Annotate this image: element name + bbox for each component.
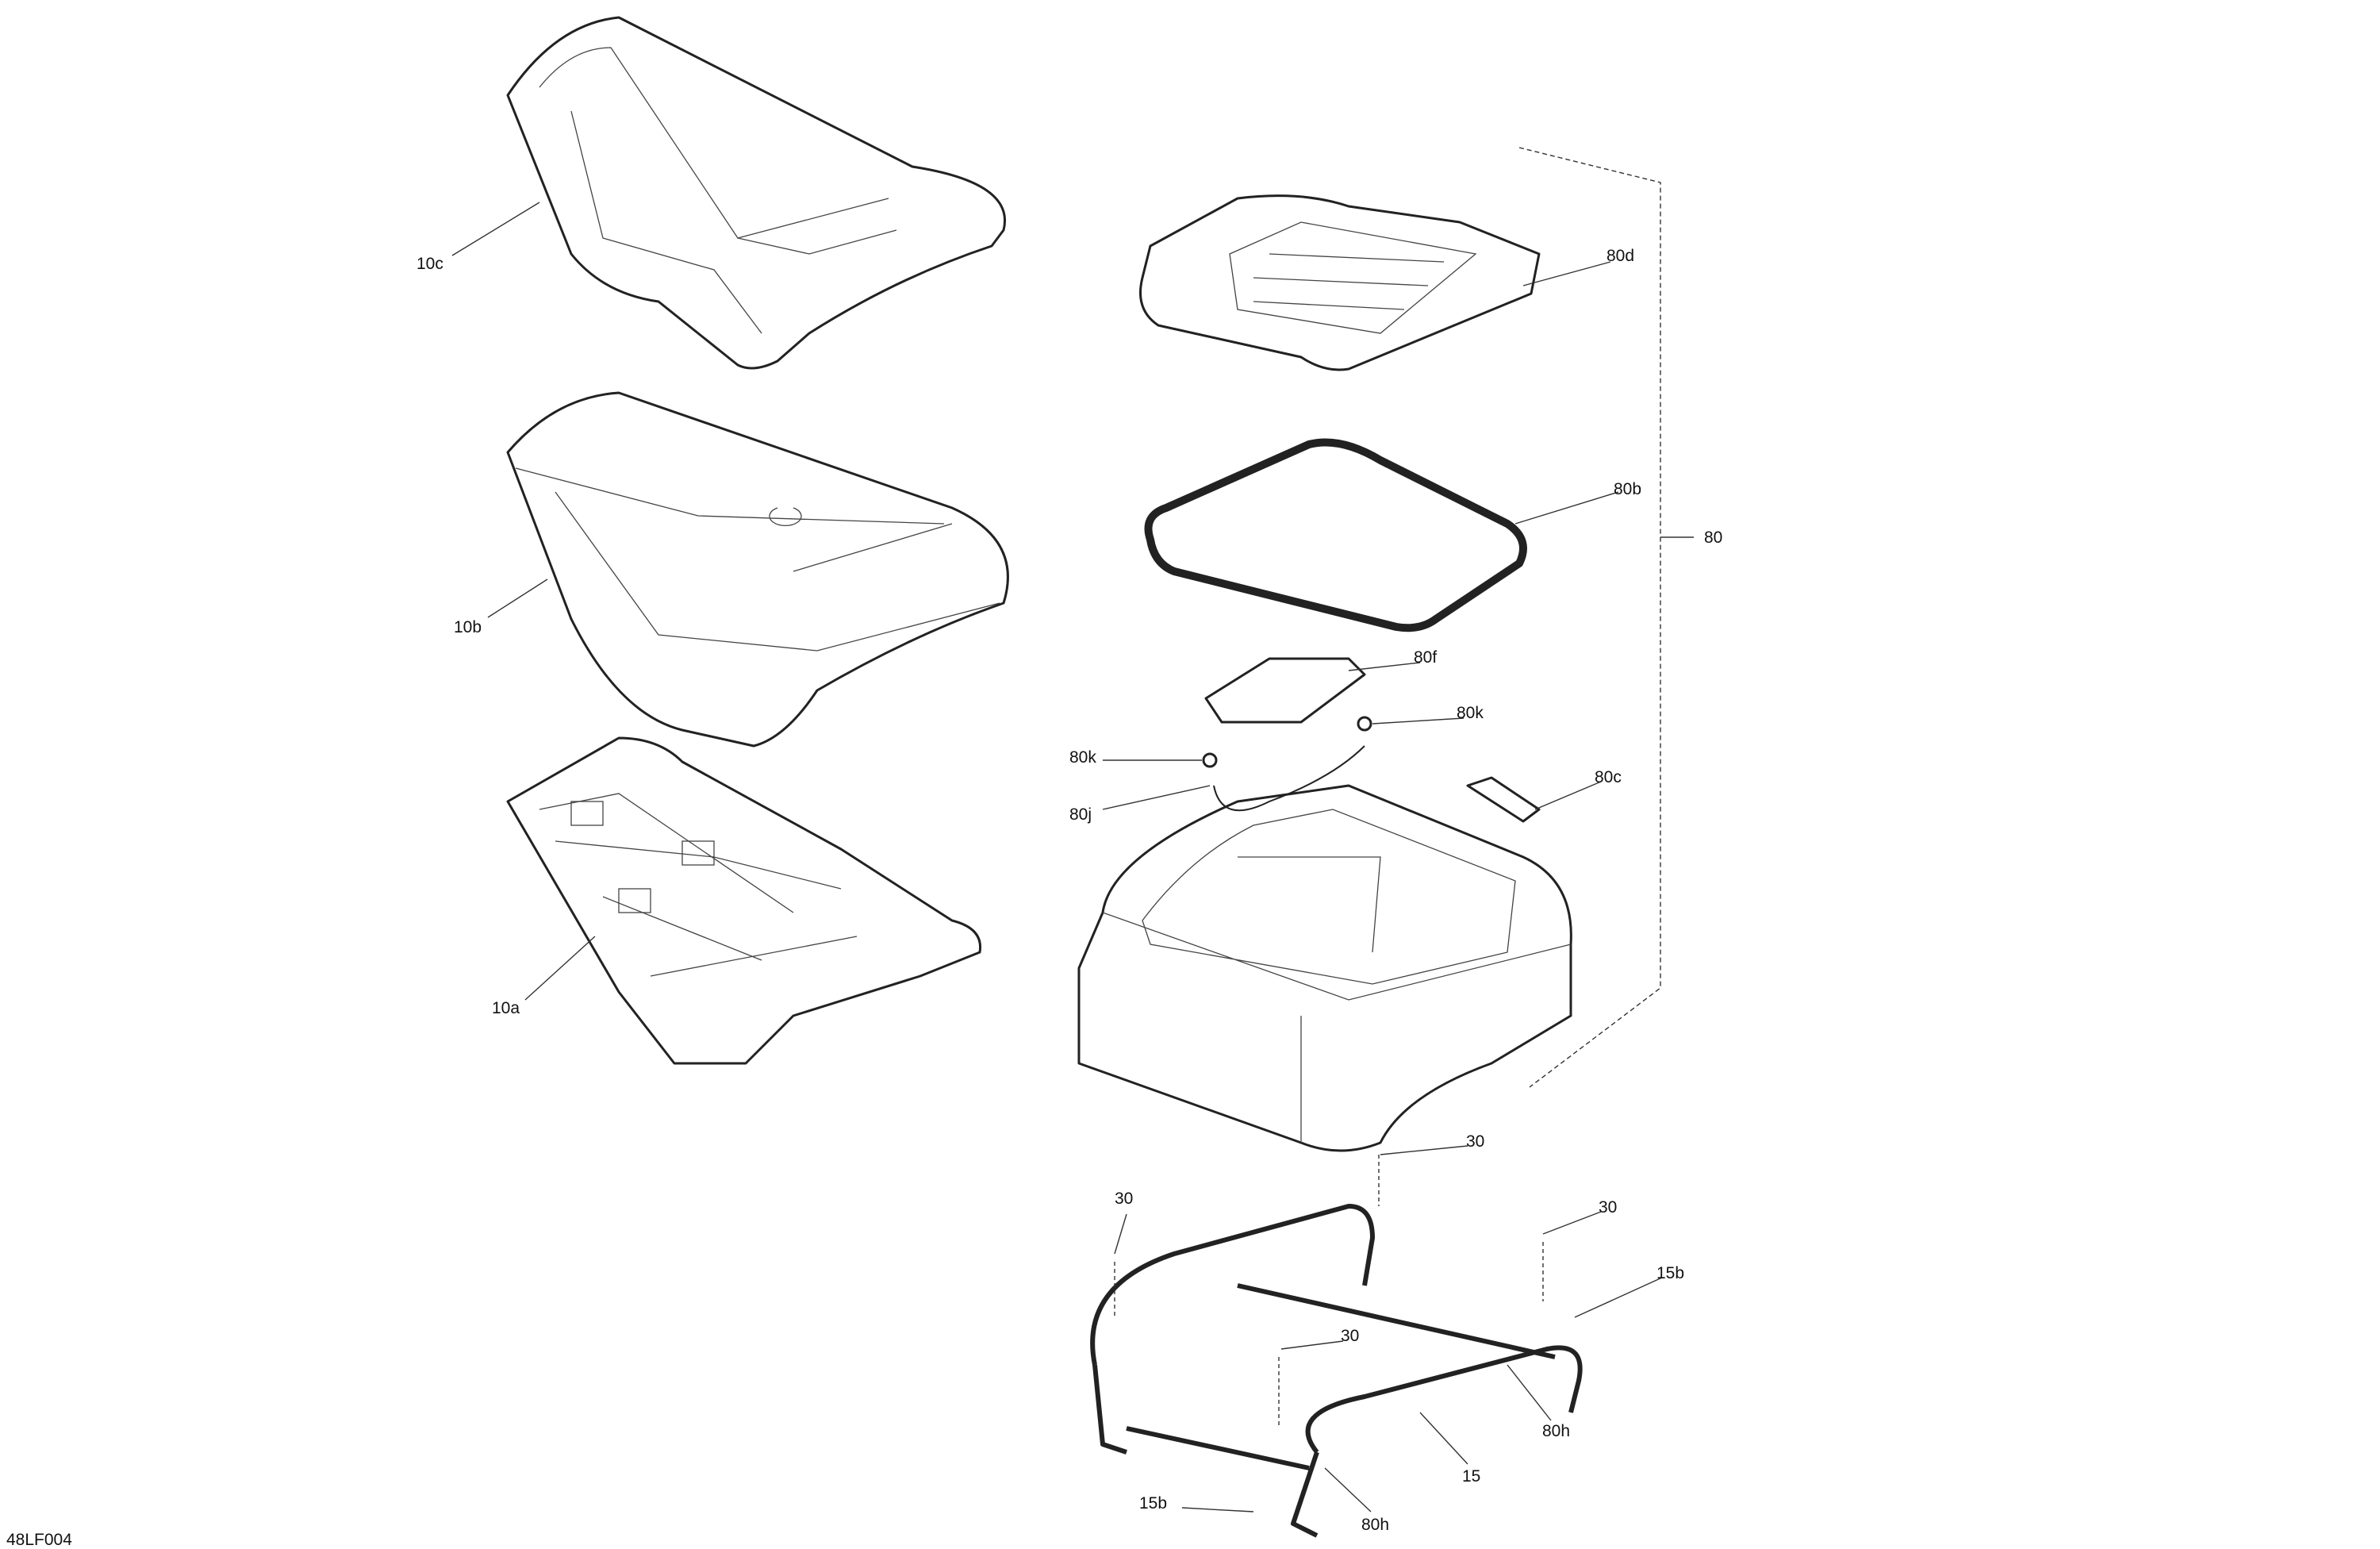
callout-15b-left: 15b [1139, 1494, 1168, 1512]
callout-15b-right: 15b [1656, 1264, 1685, 1282]
bracket-80f [1204, 657, 1366, 724]
callout-80k-left: 80k [1069, 748, 1096, 767]
callout-80d: 80d [1606, 247, 1635, 265]
callout-80c: 80c [1595, 768, 1622, 786]
callout-10c: 10c [416, 255, 443, 273]
lid-80d [1139, 194, 1541, 371]
fastener-80k-left [1202, 752, 1218, 768]
cable-80j [1213, 745, 1365, 812]
callout-80k-right: 80k [1457, 704, 1484, 722]
callout-30-right: 30 [1599, 1198, 1618, 1217]
callout-80j: 80j [1069, 805, 1092, 824]
callout-80h-right: 80h [1542, 1422, 1571, 1440]
frame-15 [1090, 1204, 1583, 1538]
callout-80h-left: 80h [1361, 1516, 1390, 1534]
callout-30-top: 30 [1466, 1132, 1485, 1151]
seat-base-10a [506, 736, 982, 1065]
callout-30-mid: 30 [1341, 1327, 1360, 1345]
seat-cover-10c [506, 16, 1006, 370]
group-bracket-80 [1518, 147, 1661, 1088]
callout-10a: 10a [492, 999, 520, 1017]
latch-80c [1466, 776, 1541, 823]
callout-10b: 10b [454, 618, 482, 636]
callout-15: 15 [1462, 1467, 1481, 1486]
storage-box [1077, 784, 1572, 1152]
fastener-80k-right [1357, 716, 1372, 732]
diagram-id: 48LF004 [6, 1531, 72, 1549]
callout-80: 80 [1704, 529, 1723, 547]
seat-10b [506, 391, 1009, 748]
callout-30-left: 30 [1115, 1190, 1134, 1208]
leader-lines [451, 202, 1663, 1512]
callout-80f: 80f [1414, 648, 1438, 667]
seal-80b [1144, 438, 1527, 632]
callout-80b: 80b [1614, 480, 1642, 498]
